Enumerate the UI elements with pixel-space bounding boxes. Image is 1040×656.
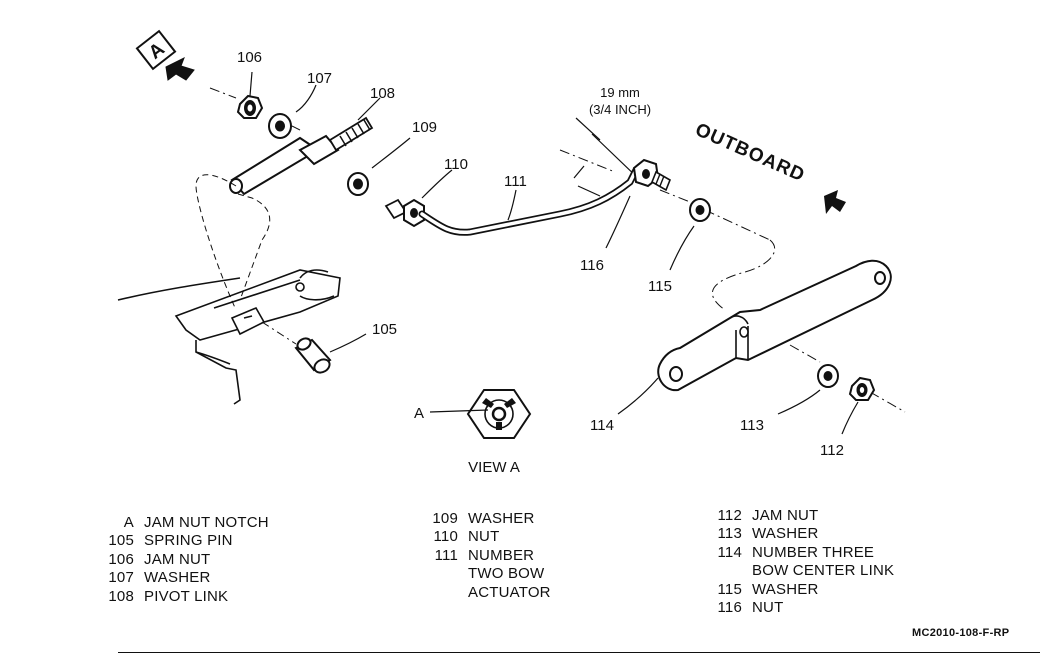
legend-code	[700, 562, 742, 580]
legend-code: 113	[717, 525, 742, 543]
dimension-metric: 19 mm	[600, 85, 640, 100]
legend-description: WASHER	[752, 525, 819, 543]
legend-row: 116 NUT	[700, 599, 894, 617]
view-a-caption: VIEW A	[468, 459, 520, 476]
legend-description: WASHER	[144, 569, 211, 587]
legend-row: 112 JAM NUT	[700, 507, 894, 525]
legend-row: 115 WASHER	[700, 581, 894, 599]
part-105-spring-pin: 105	[294, 321, 397, 374]
legend-description: NUMBER THREE	[752, 543, 875, 561]
part-109-washer: 109	[347, 119, 437, 196]
legend-row: 113 WASHER	[700, 525, 894, 543]
legend-row: 111 NUMBER	[418, 547, 551, 565]
part-106-jam-nut: 106	[236, 49, 264, 119]
callout-111: 111	[504, 173, 527, 190]
legend-code: 108	[108, 587, 134, 605]
legend-description: JAM NUT	[752, 507, 819, 524]
part-115-washer: 115	[648, 198, 711, 295]
legend-row: 105 SPRING PIN	[96, 532, 269, 550]
legend-row: BOW CENTER LINK	[700, 562, 894, 580]
legend-description: WASHER	[468, 510, 535, 527]
part-116-nut: 116	[580, 158, 672, 274]
callout-109: 109	[412, 119, 437, 136]
callout-a: A	[414, 405, 424, 422]
legend-code: A	[123, 514, 134, 531]
legend-code: 114	[717, 543, 742, 561]
exploded-assembly-diagram: A OUTBOARD 19 mm (3/4 INCH)	[117, 29, 906, 476]
view-a-hex-nut: A VIEW A	[414, 389, 532, 476]
callout-114: 114	[590, 417, 614, 434]
callout-108: 108	[370, 85, 395, 102]
part-110-nut: 110	[384, 156, 468, 228]
legend-code: 109	[432, 510, 458, 527]
legend-row: 109 WASHER	[418, 510, 551, 528]
legend-row: A JAM NUT NOTCH	[96, 514, 269, 532]
part-107-washer: 107	[268, 70, 332, 139]
dimension-imperial: (3/4 INCH)	[589, 102, 651, 117]
legend-row: ACTUATOR	[418, 584, 551, 602]
legend-description: WASHER	[752, 580, 819, 598]
legend-description: JAM NUT NOTCH	[144, 514, 269, 531]
legend-row: 106 JAM NUT	[96, 551, 269, 569]
view-a-direction-arrow: A	[135, 29, 195, 81]
arrow-head-icon	[165, 56, 195, 81]
legend-row: 107 WASHER	[96, 569, 269, 587]
dimension-19mm: 19 mm (3/4 INCH)	[573, 85, 651, 197]
callout-113: 113	[740, 417, 764, 434]
legend-description: BOW CENTER LINK	[752, 562, 895, 580]
legend-code	[418, 584, 458, 602]
legend-row: 108 PIVOT LINK	[96, 588, 269, 606]
part-108-pivot-link: 108	[229, 85, 395, 196]
outboard-arrow-icon	[824, 190, 846, 214]
callout-110: 110	[444, 156, 468, 173]
legend-code: 116	[717, 599, 742, 617]
part-113-washer: 113	[740, 364, 839, 434]
legend-code: 106	[108, 550, 134, 568]
legend-row: 110 NUT	[418, 528, 551, 546]
legend-description: PIVOT LINK	[144, 587, 229, 605]
callout-115: 115	[648, 278, 672, 295]
part-112-jam-nut: 112	[820, 376, 876, 459]
outboard-direction-label: OUTBOARD	[692, 119, 846, 214]
legend-code: 112	[717, 507, 742, 524]
figure-code: MC2010-108-F-RP	[912, 627, 1010, 639]
callout-107: 107	[307, 70, 332, 87]
legend-code: 107	[108, 569, 134, 587]
legend-description: TWO BOW	[468, 565, 545, 583]
callout-116: 116	[580, 257, 604, 274]
legend-description: SPRING PIN	[144, 532, 233, 550]
legend-code: 115	[717, 580, 742, 598]
callout-112: 112	[820, 442, 844, 459]
callout-106: 106	[237, 49, 262, 66]
bottom-rule	[118, 652, 1040, 653]
legend-row: TWO BOW	[418, 565, 551, 583]
legend-description: JAM NUT	[144, 550, 211, 568]
legend-description: ACTUATOR	[468, 583, 551, 601]
legend-code: 111	[434, 546, 458, 564]
legend-code	[418, 565, 458, 583]
legend-code: 110	[433, 528, 458, 546]
bow-bracket-assembly	[117, 174, 341, 405]
legend-code: 105	[108, 532, 134, 550]
legend-row: 114 NUMBER THREE	[700, 544, 894, 562]
callout-105: 105	[372, 321, 397, 338]
outboard-text: OUTBOARD	[692, 119, 808, 186]
part-114-center-link: 114	[590, 259, 892, 434]
part-111-two-bow-actuator: 111	[418, 166, 640, 236]
legend-description: NUT	[752, 599, 784, 617]
legend-description: NUMBER	[468, 546, 535, 564]
legend-description: NUT	[468, 528, 500, 546]
